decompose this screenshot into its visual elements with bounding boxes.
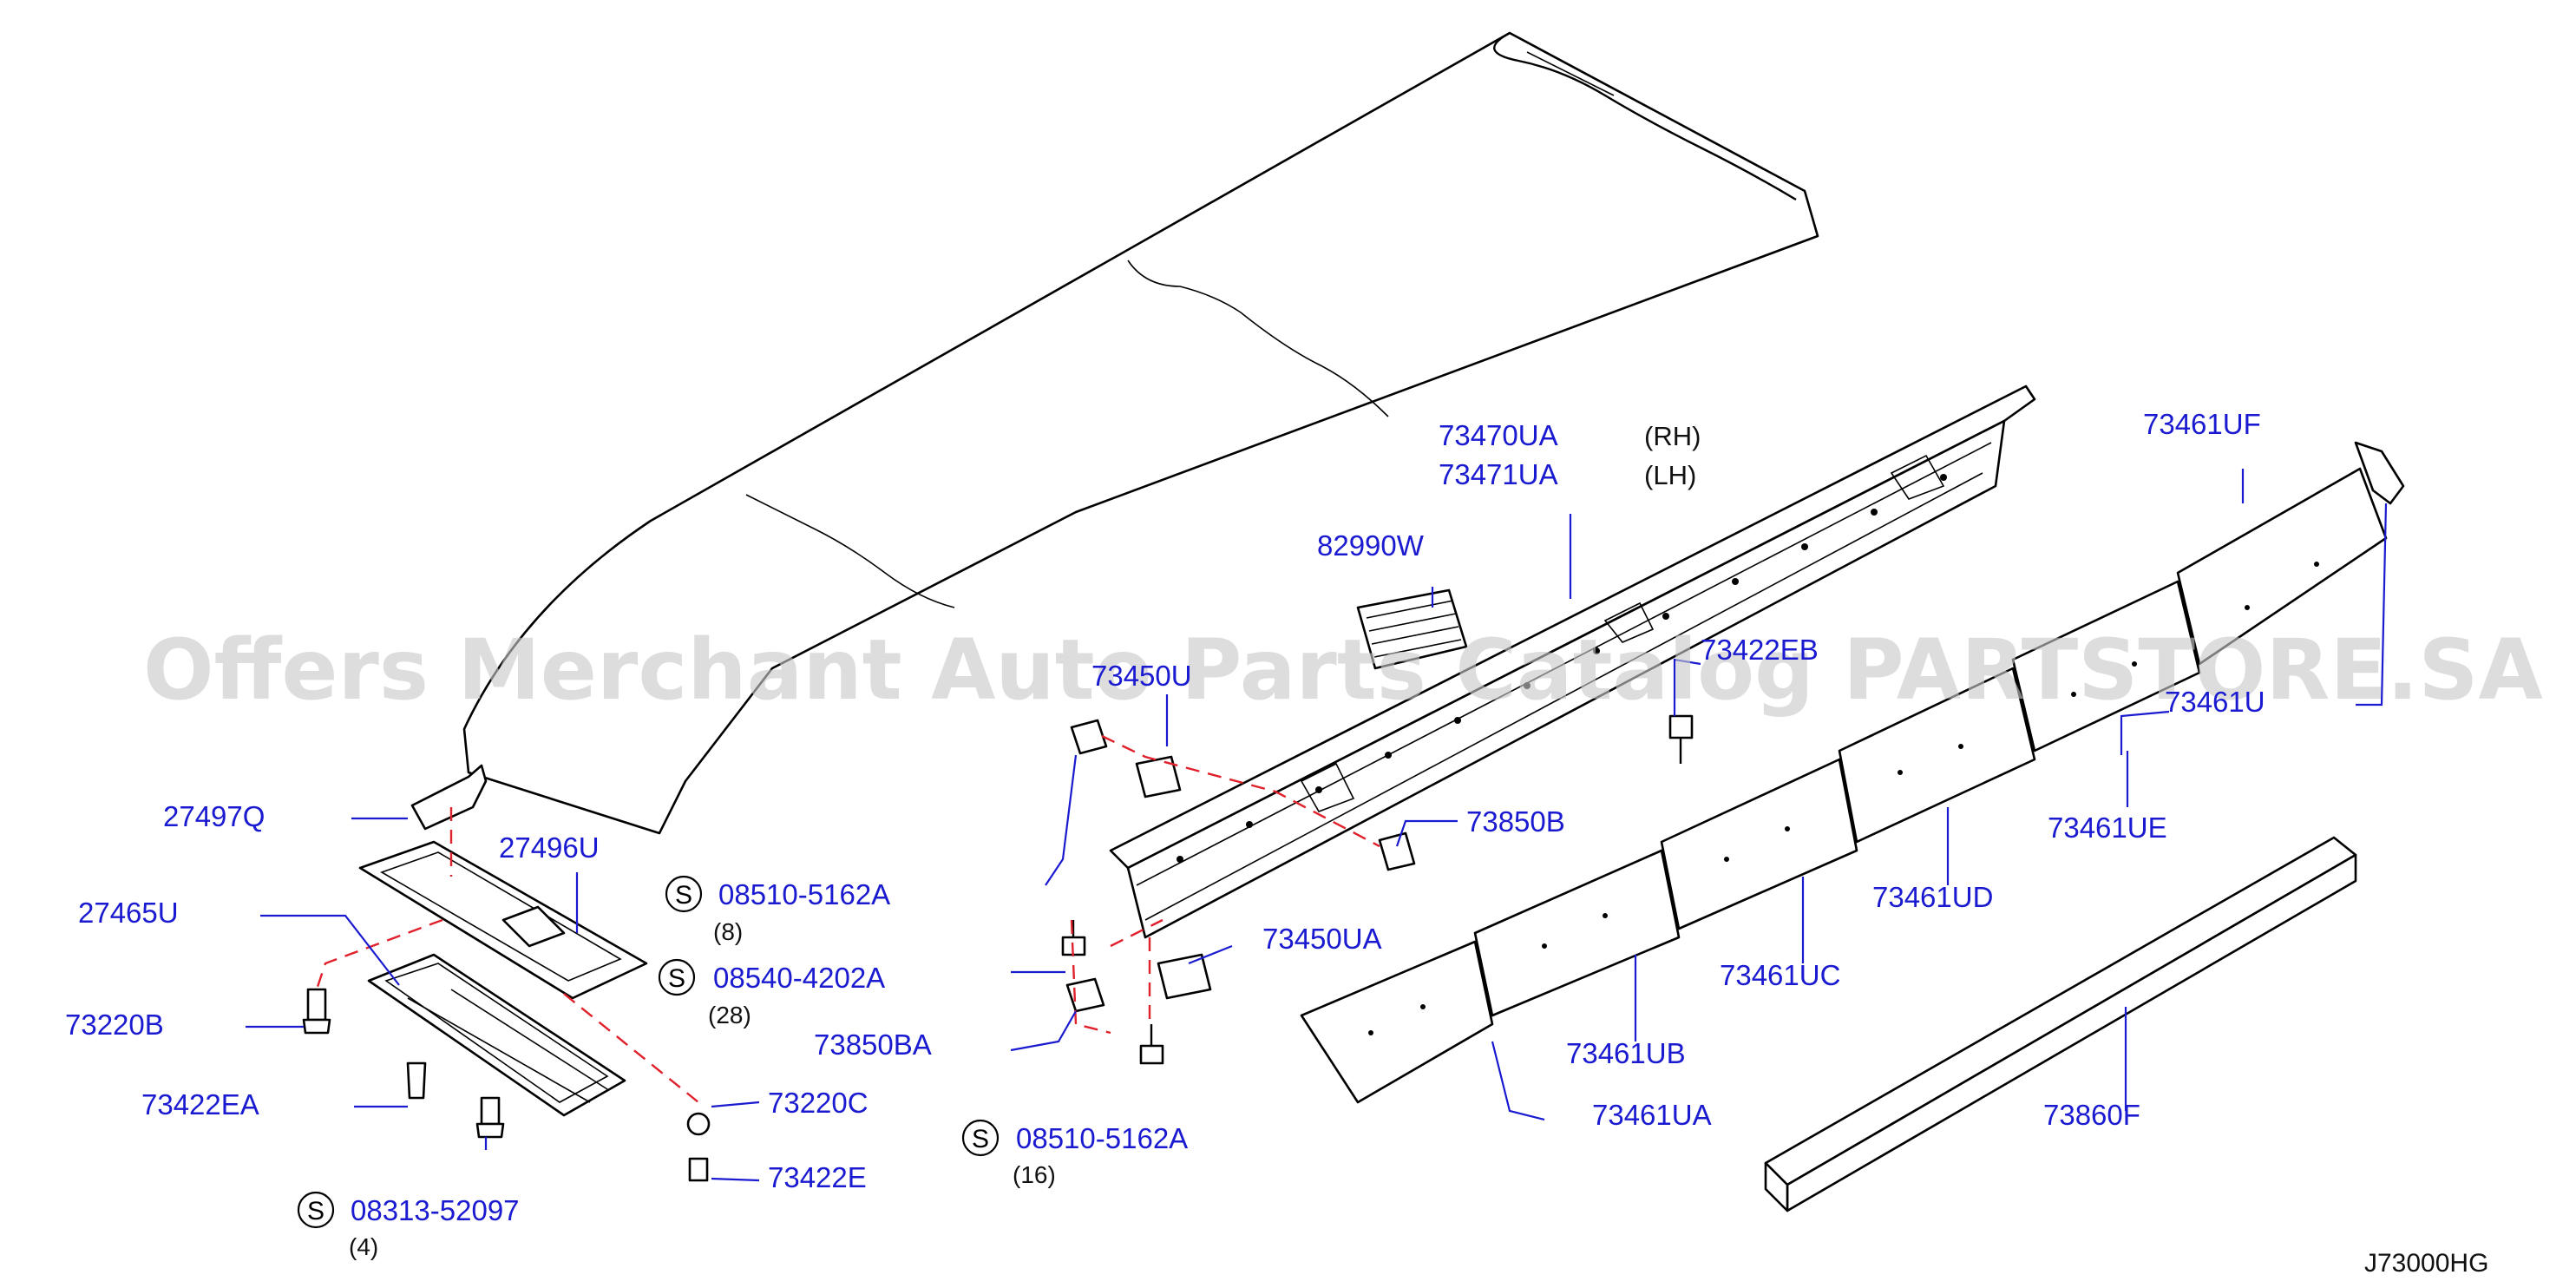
molding-segments-drawing (1300, 467, 2388, 1104)
standard-part-qty: (16) (1013, 1161, 1056, 1188)
label-73422eb[interactable]: 73422EB (1701, 634, 1819, 666)
label-rh: (RH) (1644, 421, 1701, 451)
label-73860f[interactable]: 73860F (2043, 1099, 2140, 1131)
vent-grille-drawing (1356, 588, 1468, 670)
label-82990w[interactable]: 82990W (1317, 529, 1425, 562)
standard-part-number[interactable]: 08510-5162A (718, 878, 890, 910)
standard-part-qty: (8) (713, 918, 743, 945)
s-symbol-circle (297, 1191, 335, 1229)
standard-part-1: S 08510-5162A (8) (665, 875, 890, 945)
label-73471ua[interactable]: 73471UA (1439, 458, 1558, 490)
install-lines-left (315, 807, 699, 1103)
label-73461ue[interactable]: 73461UE (2048, 812, 2167, 844)
label-73461ud[interactable]: 73461UD (1872, 881, 1993, 913)
label-73461u[interactable]: 73461U (2165, 686, 2265, 718)
label-73461ua[interactable]: 73461UA (1592, 1099, 1712, 1131)
standard-part-2: S 08540-4202A (28) (658, 958, 885, 1028)
trim-strip-drawing (1764, 836, 2357, 1212)
s-symbol-letter: S (972, 1125, 989, 1153)
standard-part-number[interactable]: 08540-4202A (713, 962, 885, 994)
label-73422ea[interactable]: 73422EA (141, 1088, 259, 1120)
standard-part-qty: (4) (349, 1233, 378, 1260)
label-73461ub[interactable]: 73461UB (1566, 1037, 1686, 1069)
label-lh: (LH) (1644, 460, 1696, 490)
roof-rail-drawing (1109, 384, 2036, 939)
label-73450ua[interactable]: 73450UA (1262, 923, 1382, 955)
label-73850b[interactable]: 73850B (1466, 805, 1565, 838)
label-27496u[interactable]: 27496U (499, 831, 600, 864)
label-27497q[interactable]: 27497Q (163, 800, 265, 832)
label-73470ua[interactable]: 73470UA (1439, 419, 1558, 451)
label-73220c[interactable]: 73220C (768, 1087, 868, 1119)
diagram-ref-code: J73000HG (2364, 1249, 2488, 1278)
s-symbol-letter: S (307, 1197, 324, 1226)
s-symbol-circle (665, 875, 703, 913)
leader-lines (246, 469, 2388, 1182)
label-73461uf[interactable]: 73461UF (2143, 408, 2261, 440)
standard-part-3: S 08313-52097 (4) (297, 1191, 520, 1260)
label-73220b[interactable]: 73220B (65, 1009, 164, 1041)
watermark-text: Offers Merchant Auto Parts Catalog PARTS… (143, 621, 2543, 719)
s-symbol-circle (961, 1119, 1000, 1157)
roof-panel-drawing (462, 31, 1819, 835)
standard-part-4: S 08510-5162A (16) (961, 1119, 1188, 1188)
left-fasteners-drawing (1061, 714, 1694, 1065)
s-symbol-circle (658, 958, 696, 996)
label-73850ba[interactable]: 73850BA (814, 1028, 932, 1061)
standard-part-qty: (28) (708, 1002, 751, 1028)
end-bracket-drawing (2354, 441, 2405, 505)
label-73461uc[interactable]: 73461UC (1720, 959, 1840, 991)
part-labels: 73470UA (RH) 73471UA (LH) 82990W 73450U … (65, 408, 2265, 1193)
standard-part-number[interactable]: 08313-52097 (351, 1194, 520, 1226)
label-27465u[interactable]: 27465U (78, 897, 179, 929)
left-assembly-drawing (302, 764, 711, 1182)
s-symbol-letter: S (668, 964, 685, 993)
label-73450u[interactable]: 73450U (1091, 660, 1192, 692)
s-symbol-letter: S (675, 881, 692, 910)
install-lines-right (1070, 734, 1380, 1035)
label-73422e[interactable]: 73422E (768, 1161, 867, 1193)
standard-part-number[interactable]: 08510-5162A (1016, 1122, 1188, 1154)
